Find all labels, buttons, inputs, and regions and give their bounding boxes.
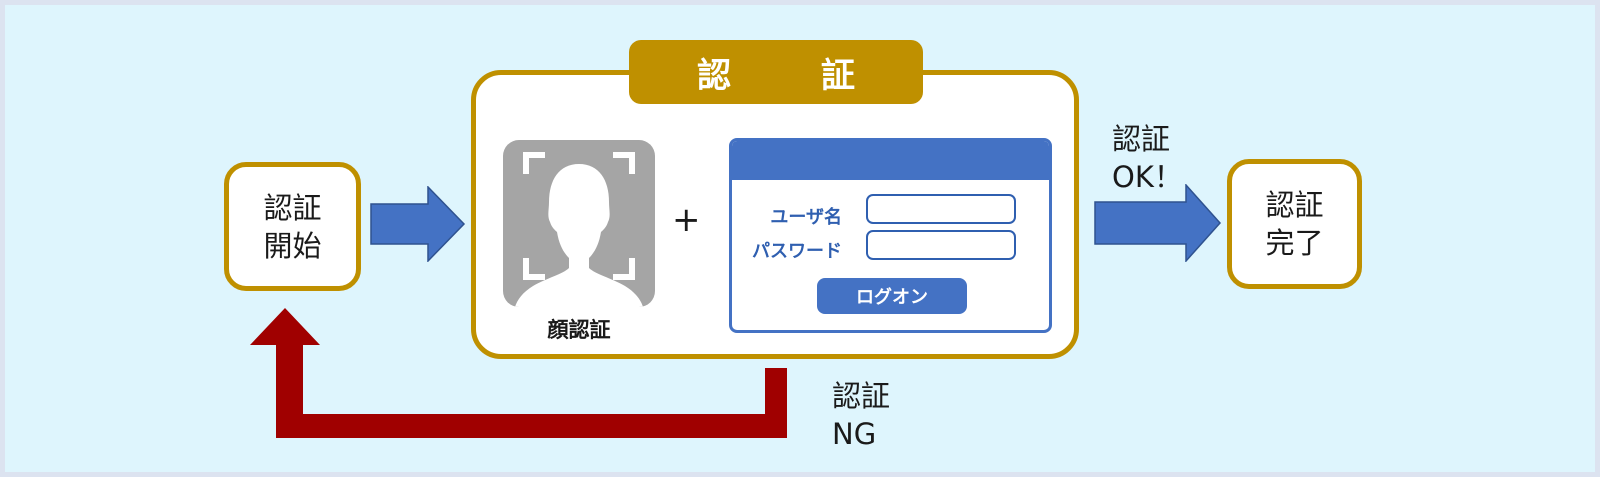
face-recognition-icon bbox=[503, 140, 655, 307]
end-node-line1: 認証 bbox=[1265, 188, 1324, 222]
start-node-line1: 認証 bbox=[263, 190, 322, 225]
ng-return-arrow-icon bbox=[250, 308, 787, 438]
start-node: 認証 開始 bbox=[224, 162, 361, 291]
ng-edge-label-line2: NG bbox=[832, 417, 877, 451]
ok-edge-label-line2: OK！ bbox=[1112, 160, 1183, 194]
face-recognition-label: 顔認証 bbox=[547, 318, 611, 342]
ok-edge-label: 認証 OK！ bbox=[1112, 120, 1183, 196]
ng-edge-label: 認証 NG bbox=[832, 377, 890, 453]
username-field[interactable] bbox=[866, 194, 1016, 224]
password-field[interactable] bbox=[866, 230, 1016, 260]
right-arrow-icon bbox=[370, 186, 466, 262]
logon-button[interactable]: ログオン bbox=[817, 278, 967, 314]
ok-edge-label-line1: 認証 bbox=[1112, 122, 1171, 156]
password-label: パスワード bbox=[752, 241, 842, 262]
authentication-group-title: 認 証 bbox=[629, 40, 923, 104]
plus-sign: + bbox=[672, 200, 701, 240]
username-label: ユーザ名 bbox=[770, 207, 842, 228]
right-arrow-icon bbox=[1094, 184, 1222, 262]
login-window: ユーザ名 パスワード ログオン bbox=[729, 138, 1052, 333]
login-window-titlebar bbox=[732, 141, 1049, 180]
end-node: 認証 完了 bbox=[1227, 159, 1362, 289]
ng-edge-label-line1: 認証 bbox=[832, 379, 891, 413]
end-node-line2: 完了 bbox=[1265, 226, 1324, 260]
start-node-line2: 開始 bbox=[263, 228, 322, 263]
